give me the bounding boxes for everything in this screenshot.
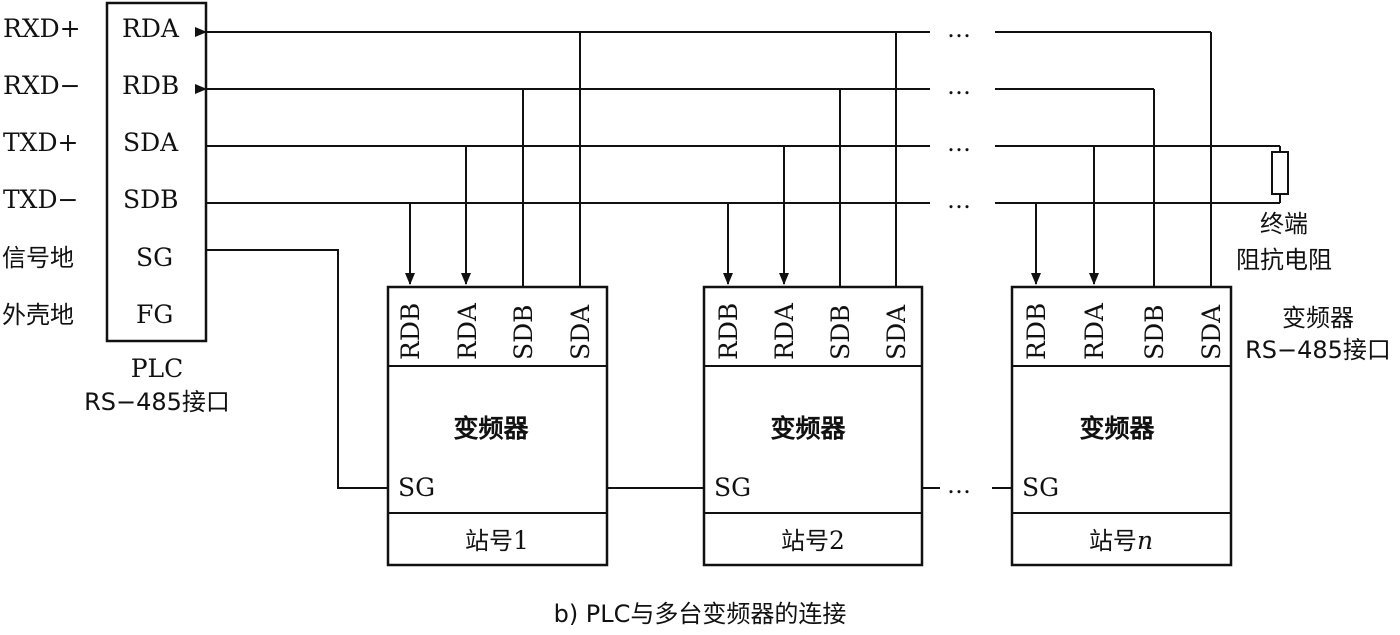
drive-station-n: RDB RDA SDB SDA 变频器 SG 站号n [1010, 285, 1233, 567]
drive-1-pin-sda: SDA [566, 304, 595, 360]
drive-station-2: RDB RDA SDB SDA 变频器 SG 站号2 [702, 285, 924, 567]
plc-caption-line2: RS−485接口 [84, 388, 230, 416]
drive-2-pin-rda: RDA [770, 302, 799, 360]
drive-2-station: 站号2 [781, 526, 845, 555]
label-rxd-minus: RXD− [3, 71, 81, 100]
label-txd-plus: TXD+ [3, 128, 78, 157]
drive-n-box [1010, 285, 1233, 567]
ellipsis-rda: … [947, 15, 973, 43]
ellipsis-sdb: … [947, 186, 973, 214]
drive-station-1: RDB RDA SDB SDA 变频器 SG 站号1 [386, 285, 609, 567]
drive-n-station: 站号n [1089, 526, 1153, 555]
drive-1-pin-sdb: SDB [509, 304, 538, 360]
ellipsis-rdb: … [947, 72, 973, 100]
drive-1-name: 变频器 [453, 414, 529, 443]
drive-1-pin-rdb: RDB [396, 303, 425, 360]
plc-pin-rdb: RDB [122, 71, 179, 100]
label-frame-ground: 外壳地 [2, 301, 74, 329]
ellipsis-sda: … [947, 129, 973, 157]
plc-pin-sda: SDA [123, 128, 179, 157]
drive-1-station: 站号1 [465, 526, 529, 555]
bus-wiring [195, 27, 1289, 489]
plc-pin-rda: RDA [122, 14, 180, 43]
drive-1-box [386, 285, 609, 567]
figure-caption: b) PLC与多台变频器的连接 [554, 600, 847, 628]
plc-pin-sg: SG [136, 243, 173, 272]
drive-n-pin-sda: SDA [1197, 304, 1226, 360]
plc-terminal-block: RDA RDB SDA SDB SG FG [105, 1, 208, 343]
drive-2-sg: SG [714, 473, 751, 502]
drive-interface-label-line2: RS−485接口 [1245, 336, 1391, 364]
drive-1-pin-rda: RDA [453, 302, 482, 360]
drive-1-sg: SG [398, 473, 435, 502]
drive-interface-label-line1: 变频器 [1282, 304, 1354, 332]
ellipsis-markers: … … … … … [947, 15, 973, 499]
drive-2-pin-sda: SDA [882, 304, 911, 360]
plc-signal-labels: RXD+ RXD− TXD+ TXD− 信号地 外壳地 [2, 14, 81, 329]
ellipsis-sg: … [947, 471, 973, 499]
drive-n-pin-rdb: RDB [1022, 303, 1051, 360]
drive-2-name: 变频器 [770, 414, 846, 443]
drive-2-pin-rdb: RDB [714, 303, 743, 360]
plc-caption-line1: PLC [131, 354, 184, 383]
plc-box [105, 1, 208, 343]
terminator-label-line1: 终端 [1260, 210, 1308, 238]
sg-wire-plc [206, 249, 388, 489]
plc-pin-fg: FG [136, 300, 173, 329]
drive-n-sg: SG [1022, 473, 1059, 502]
label-signal-ground: 信号地 [2, 244, 74, 272]
terminating-resistor [1271, 151, 1289, 195]
drive-2-pin-sdb: SDB [826, 304, 855, 360]
plc-pin-sdb: SDB [123, 185, 179, 214]
terminator-label-line2: 阻抗电阻 [1236, 246, 1332, 274]
label-rxd-plus: RXD+ [3, 14, 81, 43]
drive-2-box [702, 285, 924, 567]
drive-n-pin-sdb: SDB [1140, 304, 1169, 360]
drive-n-name: 变频器 [1079, 414, 1155, 443]
label-txd-minus: TXD− [3, 185, 78, 214]
drive-n-pin-rda: RDA [1080, 302, 1109, 360]
